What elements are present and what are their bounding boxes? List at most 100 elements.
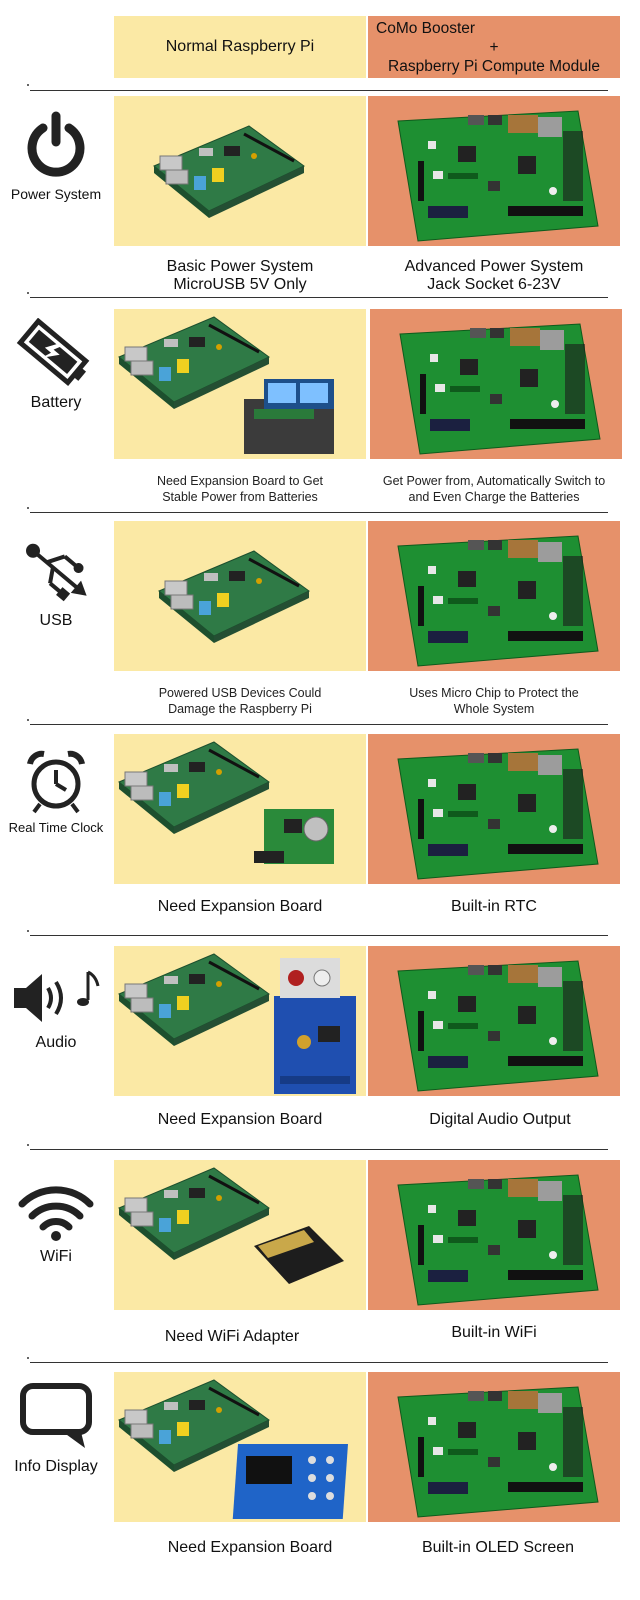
raspberry-pi-with-wifi-adapter-image	[117, 1166, 344, 1284]
left-caption: Basic Power System MicroUSB 5V Only	[114, 258, 366, 294]
normal-rpi-rtc-panel	[114, 734, 366, 884]
right-caption: Built-in RTC	[368, 898, 620, 916]
row-divider	[30, 297, 608, 298]
caption-line: Get Power from, Automatically Switch to	[382, 474, 606, 488]
row-divider	[30, 90, 608, 91]
caption-line: Need Expansion Board	[157, 898, 323, 915]
como-display-panel	[368, 1372, 620, 1522]
speaker-icon	[14, 970, 100, 1022]
right-caption: Uses Micro Chip to Protect the Whole Sys…	[368, 685, 620, 717]
row-dot	[27, 507, 29, 509]
raspberry-pi-with-rtc-board-image	[117, 740, 334, 864]
caption-line: Whole System	[453, 702, 535, 716]
caption-line: Damage the Raspberry Pi	[168, 702, 312, 716]
caption-line: Built-in WiFi	[451, 1324, 537, 1341]
row-dot	[27, 1357, 29, 1359]
caption-line: Stable Power from Batteries	[162, 490, 318, 504]
raspberry-pi-with-oled-board-image	[117, 1378, 348, 1519]
right-caption: Advanced Power System Jack Socket 6-23V	[368, 258, 620, 294]
row-dot	[27, 719, 29, 721]
feature-info-display: Info Display	[0, 1382, 112, 1476]
como-booster-board-image	[397, 748, 599, 880]
como-audio-panel	[368, 946, 620, 1096]
row-divider	[30, 512, 608, 513]
alarm-clock-icon	[27, 750, 85, 814]
feature-audio: Audio	[0, 966, 112, 1052]
left-caption: Need Expansion Board	[114, 1111, 366, 1129]
normal-rpi-battery-panel	[114, 309, 366, 459]
caption-line: Need Expansion Board	[167, 1539, 333, 1556]
feature-real-time-clock: Real Time Clock	[0, 750, 112, 835]
como-booster-board-image	[397, 535, 599, 667]
como-booster-board-image	[397, 110, 599, 242]
battery-icon	[16, 318, 90, 387]
row-dot	[27, 84, 29, 86]
feature-label: Power System	[10, 186, 102, 202]
caption-line: Built-in RTC	[451, 898, 537, 915]
como-rtc-panel	[368, 734, 620, 884]
feature-label: WiFi	[40, 1248, 72, 1265]
como-booster-board-image	[397, 1386, 599, 1518]
row-divider	[30, 724, 608, 725]
normal-rpi-display-panel	[114, 1372, 366, 1522]
caption-line: and Even Charge the Batteries	[408, 490, 580, 504]
normal-rpi-usb-panel	[114, 521, 366, 671]
caption-line: Basic Power System	[166, 258, 314, 275]
como-booster-board-image	[397, 1174, 599, 1306]
normal-rpi-audio-panel	[114, 946, 366, 1096]
como-booster-board-image	[397, 960, 599, 1092]
header-right-plus: +	[489, 38, 499, 56]
caption-line: Uses Micro Chip to Protect the	[409, 686, 579, 700]
header-normal-raspberry-pi: Normal Raspberry Pi	[114, 16, 366, 78]
row-dot	[27, 1144, 29, 1146]
power-icon	[27, 111, 85, 177]
row-divider	[30, 935, 608, 936]
row-dot	[27, 292, 29, 294]
speech-bubble-icon	[20, 1383, 92, 1448]
caption-line: Jack Socket 6-23V	[427, 276, 561, 293]
right-caption: Digital Audio Output	[374, 1111, 626, 1129]
left-caption: Need WiFi Adapter	[106, 1328, 358, 1346]
raspberry-pi-board-image	[157, 549, 311, 645]
caption-line: Digital Audio Output	[429, 1111, 571, 1128]
feature-label: USB	[39, 612, 73, 629]
feature-label: Info Display	[14, 1458, 98, 1475]
wifi-icon	[18, 1186, 94, 1241]
caption-line: Powered USB Devices Could	[158, 686, 322, 700]
como-wifi-panel	[368, 1160, 620, 1310]
header-left-title: Normal Raspberry Pi	[165, 38, 315, 55]
raspberry-pi-board-image	[152, 124, 306, 220]
feature-label: Audio	[35, 1034, 77, 1051]
como-battery-panel	[370, 309, 622, 459]
caption-line: Need Expansion Board to Get	[156, 474, 324, 488]
left-caption: Need Expansion Board	[124, 1539, 376, 1557]
feature-usb: USB	[0, 534, 112, 630]
caption-line: Built-in OLED Screen	[421, 1539, 575, 1556]
como-booster-board-image	[399, 323, 601, 455]
right-caption: Built-in WiFi	[368, 1324, 620, 1342]
feature-wifi: WiFi	[0, 1180, 112, 1266]
usb-icon	[26, 543, 87, 602]
caption-line: MicroUSB 5V Only	[173, 276, 307, 293]
right-caption: Get Power from, Automatically Switch to …	[368, 473, 620, 505]
header-como-booster: CoMo Booster + Raspberry Pi Compute Modu…	[368, 16, 620, 78]
caption-line: Need Expansion Board	[157, 1111, 323, 1128]
feature-label: Battery	[30, 394, 82, 411]
header-right-subtitle: Raspberry Pi Compute Module	[388, 57, 600, 75]
left-caption: Need Expansion Board	[114, 898, 366, 916]
left-caption: Need Expansion Board to Get Stable Power…	[114, 473, 366, 505]
raspberry-pi-with-audio-board-image	[117, 952, 356, 1094]
como-usb-panel	[368, 521, 620, 671]
row-dot	[27, 930, 29, 932]
feature-label: Real Time Clock	[8, 820, 104, 835]
normal-rpi-power-panel	[114, 96, 366, 246]
header-right-title: CoMo Booster	[376, 19, 476, 37]
row-divider	[30, 1149, 608, 1150]
left-caption: Powered USB Devices Could Damage the Ras…	[114, 685, 366, 717]
feature-power-system: Power System	[0, 110, 112, 202]
row-divider	[30, 1362, 608, 1363]
right-caption: Built-in OLED Screen	[372, 1539, 624, 1557]
normal-rpi-wifi-panel	[114, 1160, 366, 1310]
como-power-panel	[368, 96, 620, 246]
caption-line: Advanced Power System	[404, 258, 584, 275]
